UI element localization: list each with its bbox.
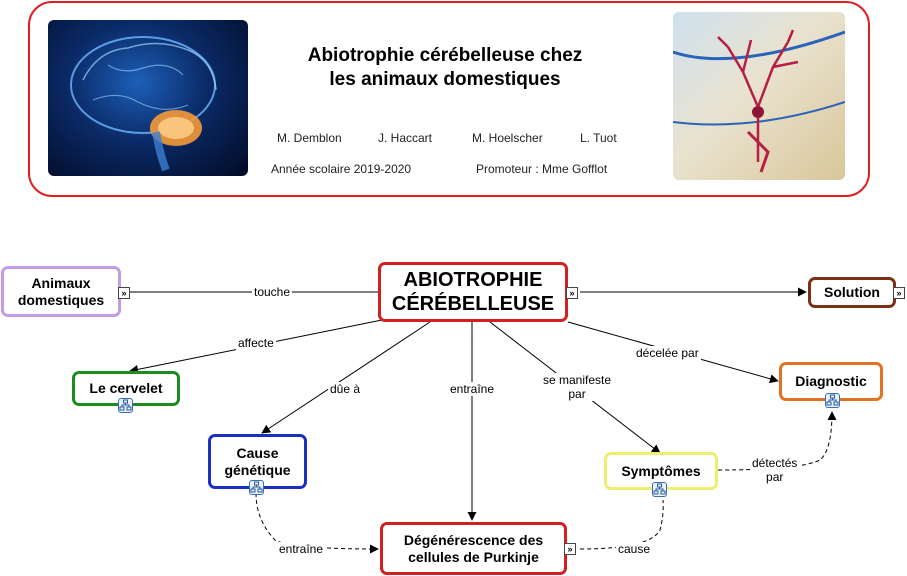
link-label-decelee: décelée par bbox=[634, 346, 701, 360]
link-label-line: détectés bbox=[752, 456, 797, 470]
node-line-2: génétique bbox=[224, 462, 290, 479]
link-label-line: se manifeste bbox=[543, 373, 611, 387]
submap-icon[interactable] bbox=[118, 398, 133, 413]
node-label: Diagnostic bbox=[795, 373, 867, 390]
node-label: Symptômes bbox=[621, 463, 700, 480]
submap-icon[interactable] bbox=[652, 482, 667, 497]
node-line-2: cellules de Purkinje bbox=[408, 549, 539, 566]
link-label-entraine-cause: entraîne bbox=[277, 542, 325, 556]
node-line-1: Cause bbox=[236, 445, 278, 462]
link-label-due-a: dûe à bbox=[328, 382, 362, 396]
concept-central[interactable]: ABIOTROPHIE CÉRÉBELLEUSE bbox=[378, 262, 568, 322]
node-line-1: Dégénérescence des bbox=[404, 532, 543, 549]
link-due-line bbox=[262, 322, 430, 433]
concept-solution[interactable]: Solution bbox=[808, 277, 896, 308]
link-label-cause: cause bbox=[616, 542, 652, 556]
node-label: Le cervelet bbox=[89, 380, 162, 397]
expand-icon[interactable]: » bbox=[566, 287, 578, 299]
link-label-detectes: détectés par bbox=[750, 456, 799, 484]
link-label-line: par bbox=[543, 387, 611, 401]
expand-icon[interactable]: » bbox=[118, 287, 130, 299]
link-label-line: par bbox=[752, 470, 797, 484]
concept-animaux[interactable]: Animaux domestiques bbox=[1, 266, 121, 317]
central-line-1: ABIOTROPHIE bbox=[404, 268, 543, 292]
concept-degenerescence[interactable]: Dégénérescence des cellules de Purkinje bbox=[380, 522, 567, 575]
submap-icon[interactable] bbox=[825, 393, 840, 408]
expand-icon[interactable]: » bbox=[893, 287, 905, 299]
node-line-1: Animaux bbox=[31, 275, 90, 292]
submap-icon[interactable] bbox=[249, 480, 264, 495]
link-entraine-cause-line bbox=[256, 493, 378, 549]
expand-icon[interactable]: » bbox=[564, 543, 576, 555]
node-line-2: domestiques bbox=[18, 292, 104, 309]
link-label-manifeste: se manifeste par bbox=[541, 373, 613, 401]
link-label-affecte: affecte bbox=[236, 336, 276, 350]
node-label: Solution bbox=[824, 284, 880, 301]
link-label-entraine: entraîne bbox=[448, 382, 496, 396]
link-label-touche: touche bbox=[252, 285, 292, 299]
central-line-2: CÉRÉBELLEUSE bbox=[392, 292, 554, 316]
